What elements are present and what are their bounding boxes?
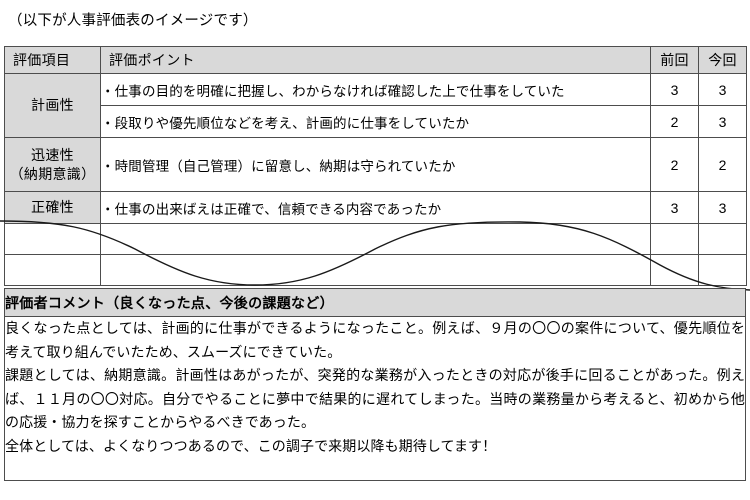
comment-paragraph-3: 全体としては、よくなりつつあるので、この調子で来期以降も期待してます！ xyxy=(5,437,497,454)
comment-header-row: 評価者コメント（良くなった点、今後の課題など） xyxy=(4,288,746,317)
blank-point-cell xyxy=(100,254,651,286)
current-score-value: 2 xyxy=(698,137,747,192)
blank-current-cell xyxy=(698,254,747,286)
blank-current-cell xyxy=(698,223,747,255)
evaluation-item-line-1: 迅速性 xyxy=(31,146,74,163)
header-evaluation-item: 評価項目 xyxy=(4,46,101,74)
table-header-row: 評価項目 評価ポイント 前回 今回 xyxy=(4,46,747,74)
evaluation-table: 評価項目 評価ポイント 前回 今回 計画性 ・仕事の目的を明確に把握し、わからな… xyxy=(4,46,747,286)
table-row: ・段取りや優先順位などを考え、計画的に仕事をしていたか 2 3 xyxy=(5,105,747,138)
previous-score-value: 2 xyxy=(650,137,699,192)
current-score-value: 3 xyxy=(698,191,747,224)
blank-item-cell xyxy=(4,223,101,255)
previous-score-value: 3 xyxy=(650,191,699,224)
comment-body-row: 良くなった点としては、計画的に仕事ができるようになったこと。例えば、９月の〇〇の… xyxy=(4,316,746,481)
evaluation-item-seikakusei: 正確性 xyxy=(4,191,101,224)
current-score-value: 3 xyxy=(698,105,747,138)
header-previous-score: 前回 xyxy=(650,46,699,74)
current-score-value: 3 xyxy=(698,73,747,106)
evaluation-point-text: ・仕事の目的を明確に把握し、わからなければ確認した上で仕事をしていた xyxy=(100,73,651,106)
table-row: 計画性 ・仕事の目的を明確に把握し、わからなければ確認した上で仕事をしていた 3… xyxy=(4,73,747,138)
comment-paragraph-1: 良くなった点としては、計画的に仕事ができるようになったこと。例えば、９月の〇〇の… xyxy=(5,320,745,360)
evaluation-item-jinsokusei: 迅速性 （納期意識） xyxy=(4,137,101,192)
comment-paragraph-2: 課題としては、納期意識。計画性はあがったが、突発的な業務が入ったときの対応が後手… xyxy=(5,367,745,430)
table-row-blank xyxy=(4,223,747,255)
blank-point-cell xyxy=(100,223,651,255)
evaluation-point-text: ・段取りや優先順位などを考え、計画的に仕事をしていたか xyxy=(100,105,651,138)
table-row: 正確性 ・仕事の出来ばえは正確で、信頼できる内容であったか 3 3 xyxy=(4,191,747,224)
evaluation-item-keikakusei: 計画性 xyxy=(4,73,101,138)
table-row-blank xyxy=(4,254,747,286)
evaluator-comment-body: 良くなった点としては、計画的に仕事ができるようになったこと。例えば、９月の〇〇の… xyxy=(4,316,746,481)
evaluator-comment-table: 評価者コメント（良くなった点、今後の課題など） 良くなった点としては、計画的に仕… xyxy=(4,288,746,481)
intro-caption: （以下が人事評価表のイメージです） xyxy=(8,13,258,29)
header-evaluation-point: 評価ポイント xyxy=(100,46,651,74)
evaluation-point-text: ・時間管理（自己管理）に留意し、納期は守られていたか xyxy=(100,137,651,192)
previous-score-value: 2 xyxy=(650,105,699,138)
evaluator-comment-header: 評価者コメント（良くなった点、今後の課題など） xyxy=(4,288,746,317)
blank-item-cell xyxy=(4,254,101,286)
previous-score-value: 3 xyxy=(650,73,699,106)
blank-previous-cell xyxy=(650,254,699,286)
evaluation-point-text: ・仕事の出来ばえは正確で、信頼できる内容であったか xyxy=(100,191,651,224)
table-row: 迅速性 （納期意識） ・時間管理（自己管理）に留意し、納期は守られていたか 2 … xyxy=(4,137,747,192)
evaluation-item-line-2: （納期意識） xyxy=(9,165,96,182)
blank-previous-cell xyxy=(650,223,699,255)
header-current-score: 今回 xyxy=(698,46,747,74)
